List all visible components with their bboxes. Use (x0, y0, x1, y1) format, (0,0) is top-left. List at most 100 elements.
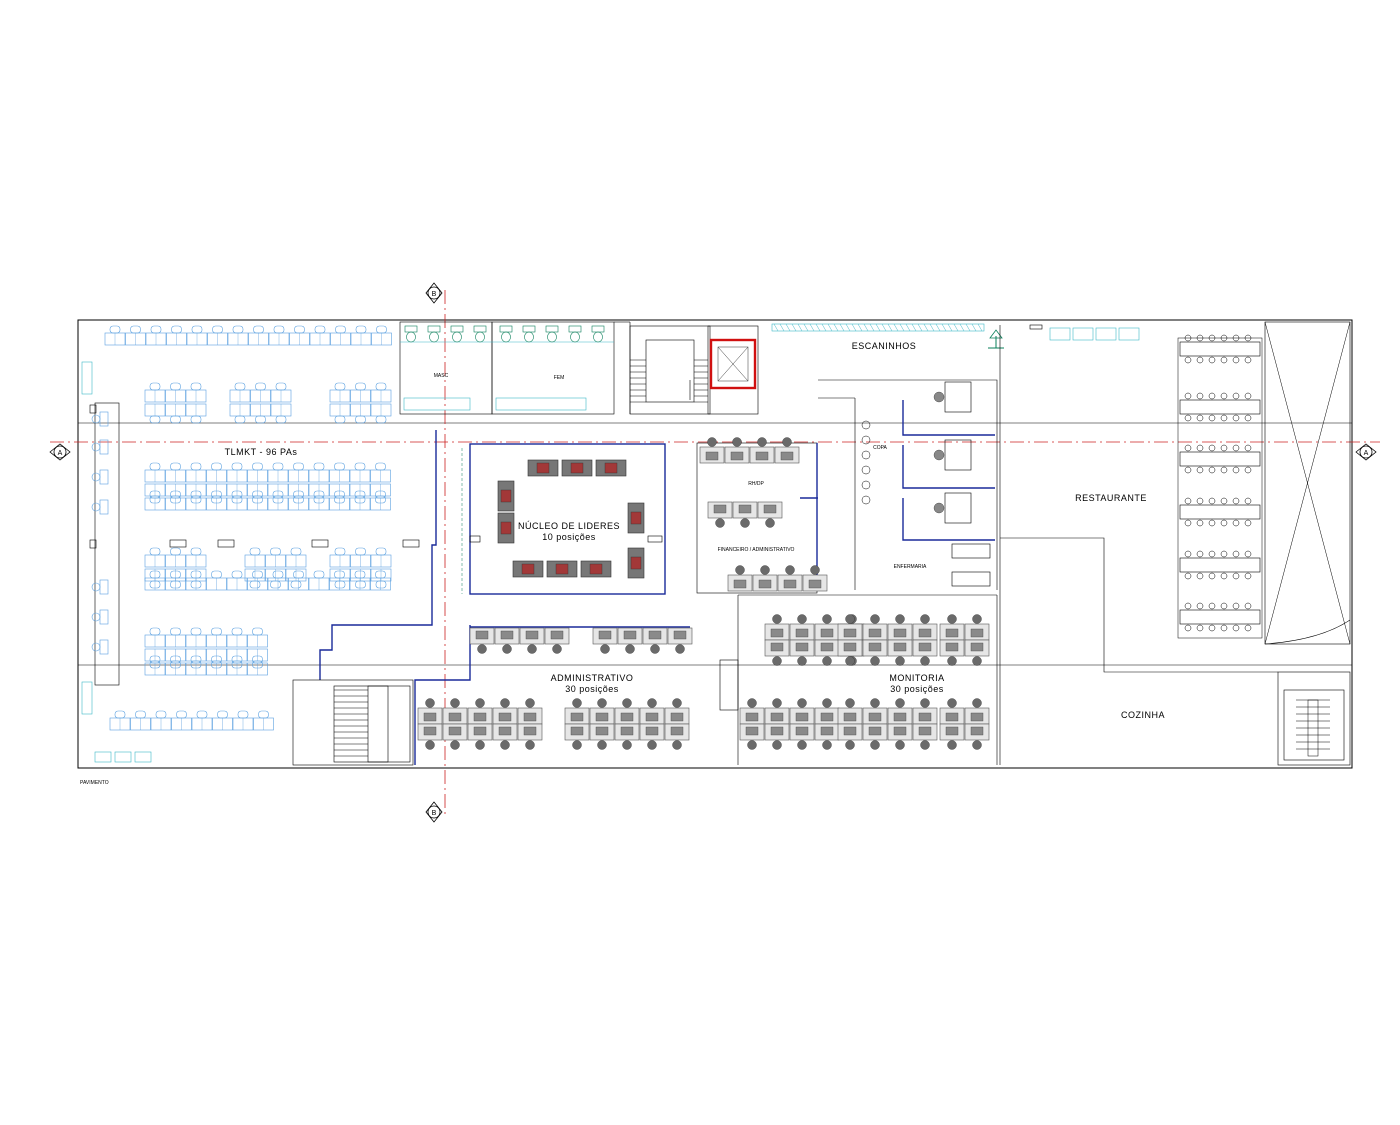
room-label-rh: RH/DP (748, 481, 764, 487)
admin-desk (442, 698, 468, 725)
stool (861, 495, 871, 505)
side-chair (91, 582, 101, 592)
monitoring-desk (837, 614, 863, 641)
administrativo-area (414, 595, 739, 765)
admin-desk (517, 698, 543, 725)
workstation (185, 627, 207, 648)
cozinha-area (1277, 671, 1351, 766)
toilet-icon (545, 325, 559, 343)
office-desk (777, 565, 803, 592)
monitoring-desk (862, 614, 888, 641)
leader-desk (561, 459, 593, 477)
office-desk (699, 437, 725, 464)
section-marker-b-top: B (425, 282, 443, 304)
room-label-wc-fem: FEM (554, 375, 565, 381)
leader-desk (627, 547, 645, 579)
workstation (165, 547, 186, 568)
rh-financeiro-room (696, 437, 828, 594)
admin-desk (667, 627, 693, 654)
office-desk (802, 565, 828, 592)
admin-desk (564, 698, 590, 725)
footer-note: PAVIMENTO (80, 780, 109, 786)
side-workstation (99, 639, 109, 655)
workstation (165, 382, 186, 403)
section-label-a-left: A (58, 450, 63, 457)
wc-block (399, 321, 631, 415)
section-label-b-bottom: B (432, 810, 437, 817)
workstation (248, 325, 269, 346)
workstation (150, 710, 172, 731)
locker-divider (803, 323, 809, 332)
workstation (206, 570, 227, 591)
locker-divider (905, 323, 911, 332)
locker-divider (797, 323, 803, 332)
leader-desk (546, 560, 578, 578)
locker-divider (827, 323, 833, 332)
workstation (308, 570, 330, 591)
toilet-icon (591, 325, 605, 343)
workstation (289, 325, 310, 346)
monitoring-desk (789, 698, 815, 725)
admin-desk (469, 627, 495, 654)
monitoring-desk (764, 698, 790, 725)
restaurant-table (1179, 334, 1261, 364)
workstation (330, 325, 351, 346)
room-sub-monitoria: 30 posições (890, 684, 944, 694)
locker-divider (869, 323, 875, 332)
monitoring-desk (789, 614, 815, 641)
workstation (226, 462, 248, 483)
locker-divider (821, 323, 827, 332)
locker-divider (911, 323, 917, 332)
toilet-icon (427, 325, 441, 343)
monitoring-desk (764, 639, 790, 666)
restaurant-table (1179, 550, 1261, 580)
toilet-icon (522, 325, 536, 343)
office-desk (774, 437, 800, 464)
workstation (370, 462, 391, 483)
workstation (212, 710, 233, 731)
admin-desk (494, 627, 520, 654)
copa-enfermaria-block (818, 379, 998, 590)
tlmkt-area (81, 325, 437, 763)
workstation (109, 710, 131, 731)
workstation (370, 570, 391, 591)
locker-divider (917, 323, 923, 332)
workstation (165, 462, 186, 483)
workstation (329, 462, 350, 483)
section-marker-a-left: A (49, 443, 71, 461)
side-chair (91, 642, 101, 652)
monitoring-desk (789, 639, 815, 666)
monitoring-desk (964, 614, 990, 641)
workstation (166, 325, 187, 346)
restaurant-table (1179, 444, 1261, 474)
monitoring-desk (912, 723, 938, 750)
monitoring-desk (764, 614, 790, 641)
room-sub-administrativo: 30 posições (565, 684, 619, 694)
office-desk (727, 565, 753, 592)
locker-divider (833, 323, 839, 332)
room-label-nucleo: NÚCLEO DE LIDERES (518, 521, 620, 531)
workstation (308, 462, 330, 483)
admin-desk (417, 723, 443, 750)
monitoring-desk (887, 698, 913, 725)
locker-divider (851, 323, 857, 332)
stair-core (1307, 699, 1319, 757)
workstation (186, 325, 208, 346)
workstation (350, 568, 371, 589)
admin-desk (617, 627, 643, 654)
toilet-icon (450, 325, 464, 343)
workstation (229, 403, 251, 424)
locker-divider (971, 323, 977, 332)
office-desk (724, 437, 750, 464)
monitoring-desk (912, 614, 938, 641)
workstation (267, 462, 289, 483)
office-chair (933, 502, 945, 514)
admin-desk (467, 723, 493, 750)
monitoring-desk (739, 698, 765, 725)
side-workstation (99, 609, 109, 625)
room-sub-nucleo: 10 posições (542, 532, 596, 542)
admin-desk (589, 723, 615, 750)
locker-divider (947, 323, 953, 332)
workstation (226, 570, 248, 591)
